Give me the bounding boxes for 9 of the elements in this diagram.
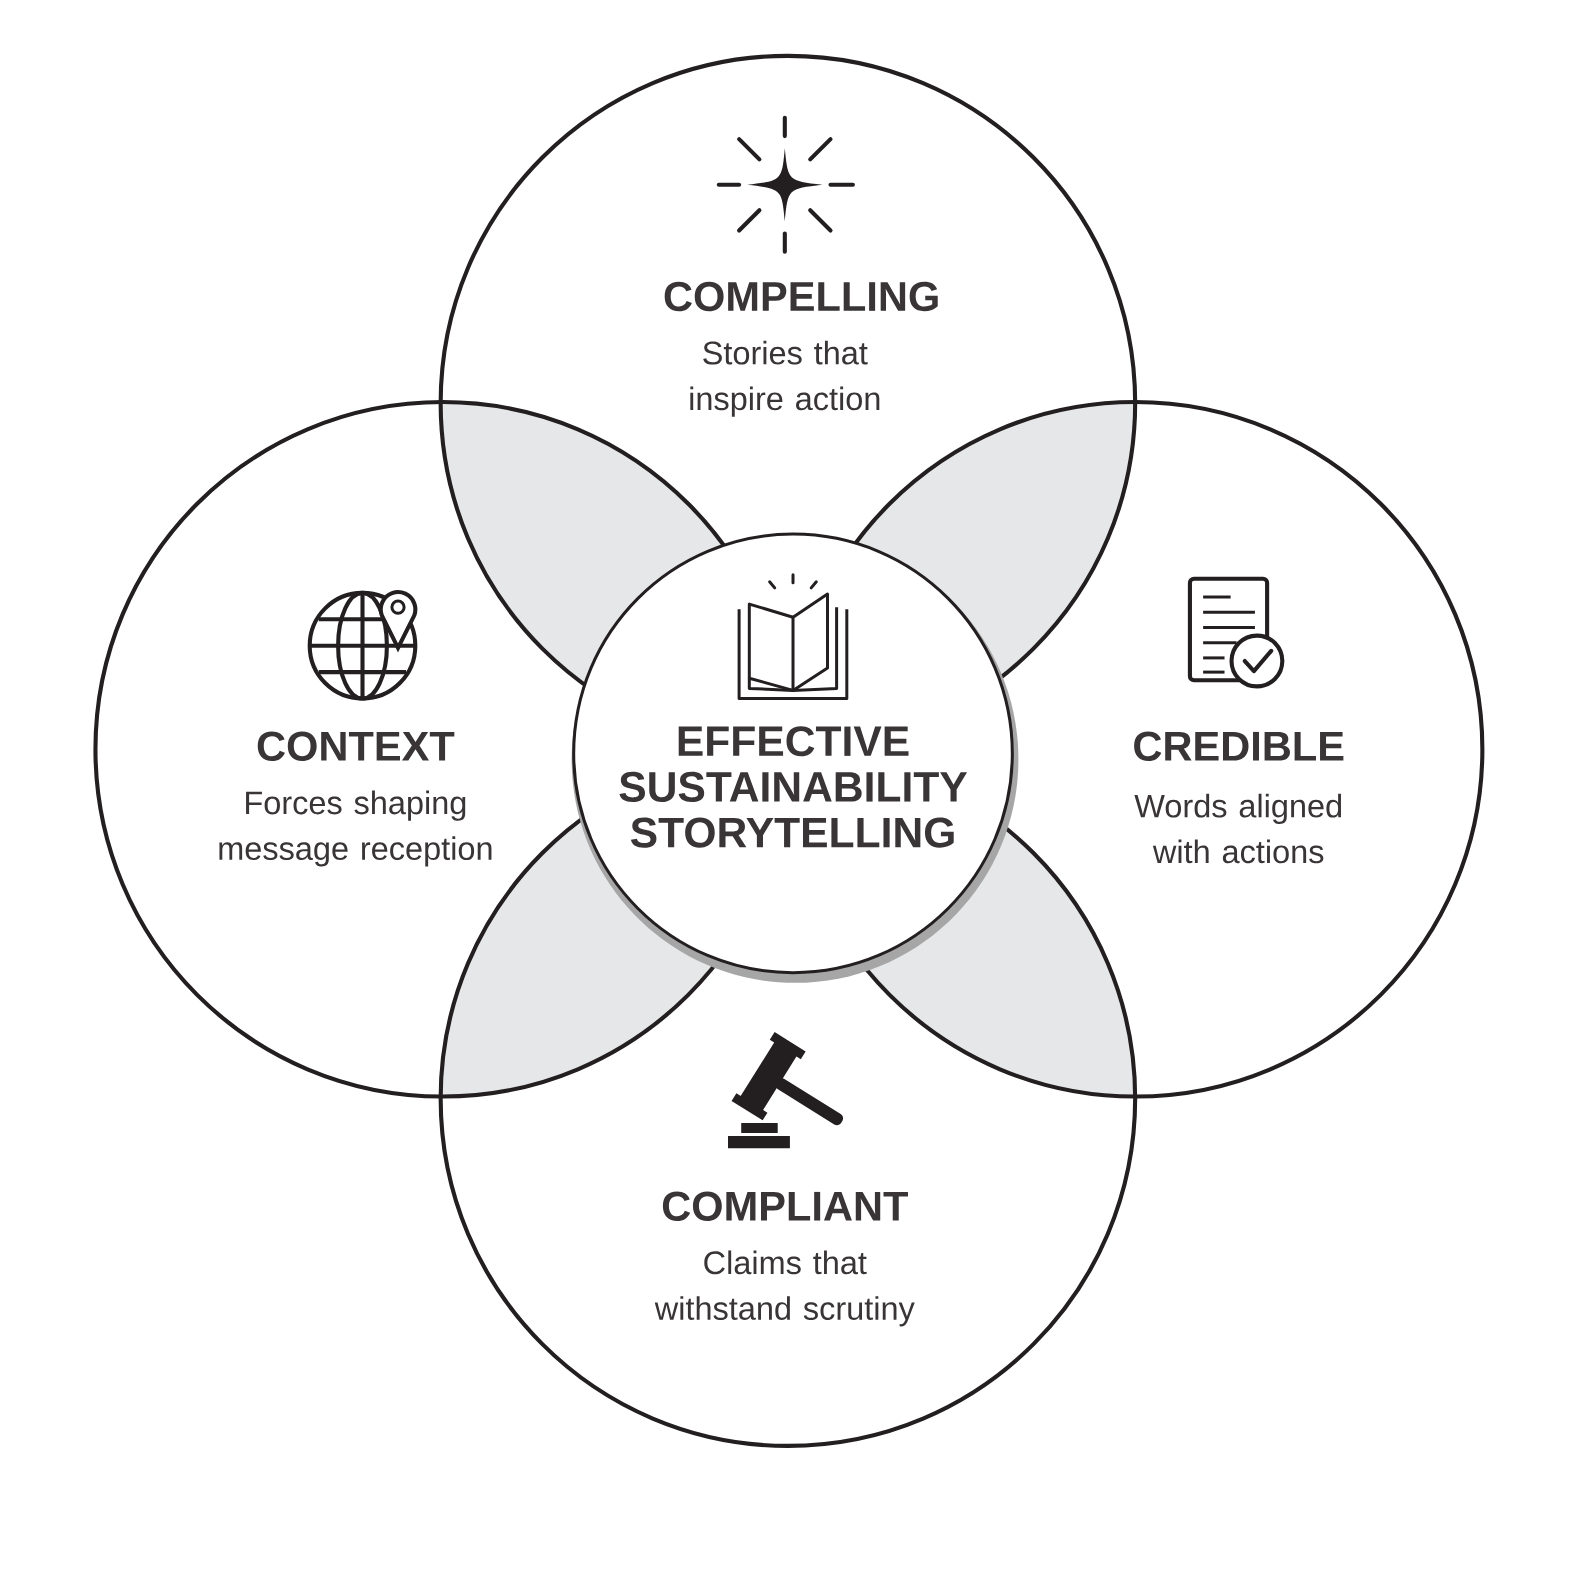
heading: CONTEXT bbox=[257, 731, 455, 761]
description: Stories that inspire action bbox=[690, 340, 880, 417]
description: Words aligned with actions bbox=[1134, 793, 1342, 864]
heading: COMPELLING bbox=[664, 281, 938, 312]
heading: CREDIBLE bbox=[1134, 731, 1344, 761]
title-text: EFFECTIVE SUSTAINABILITY STORYTELLING bbox=[619, 726, 968, 848]
description: Claims that withstand scrutiny bbox=[654, 1250, 915, 1327]
description: Forces shaping message reception bbox=[219, 790, 492, 867]
heading: COMPLIANT bbox=[662, 1191, 908, 1221]
